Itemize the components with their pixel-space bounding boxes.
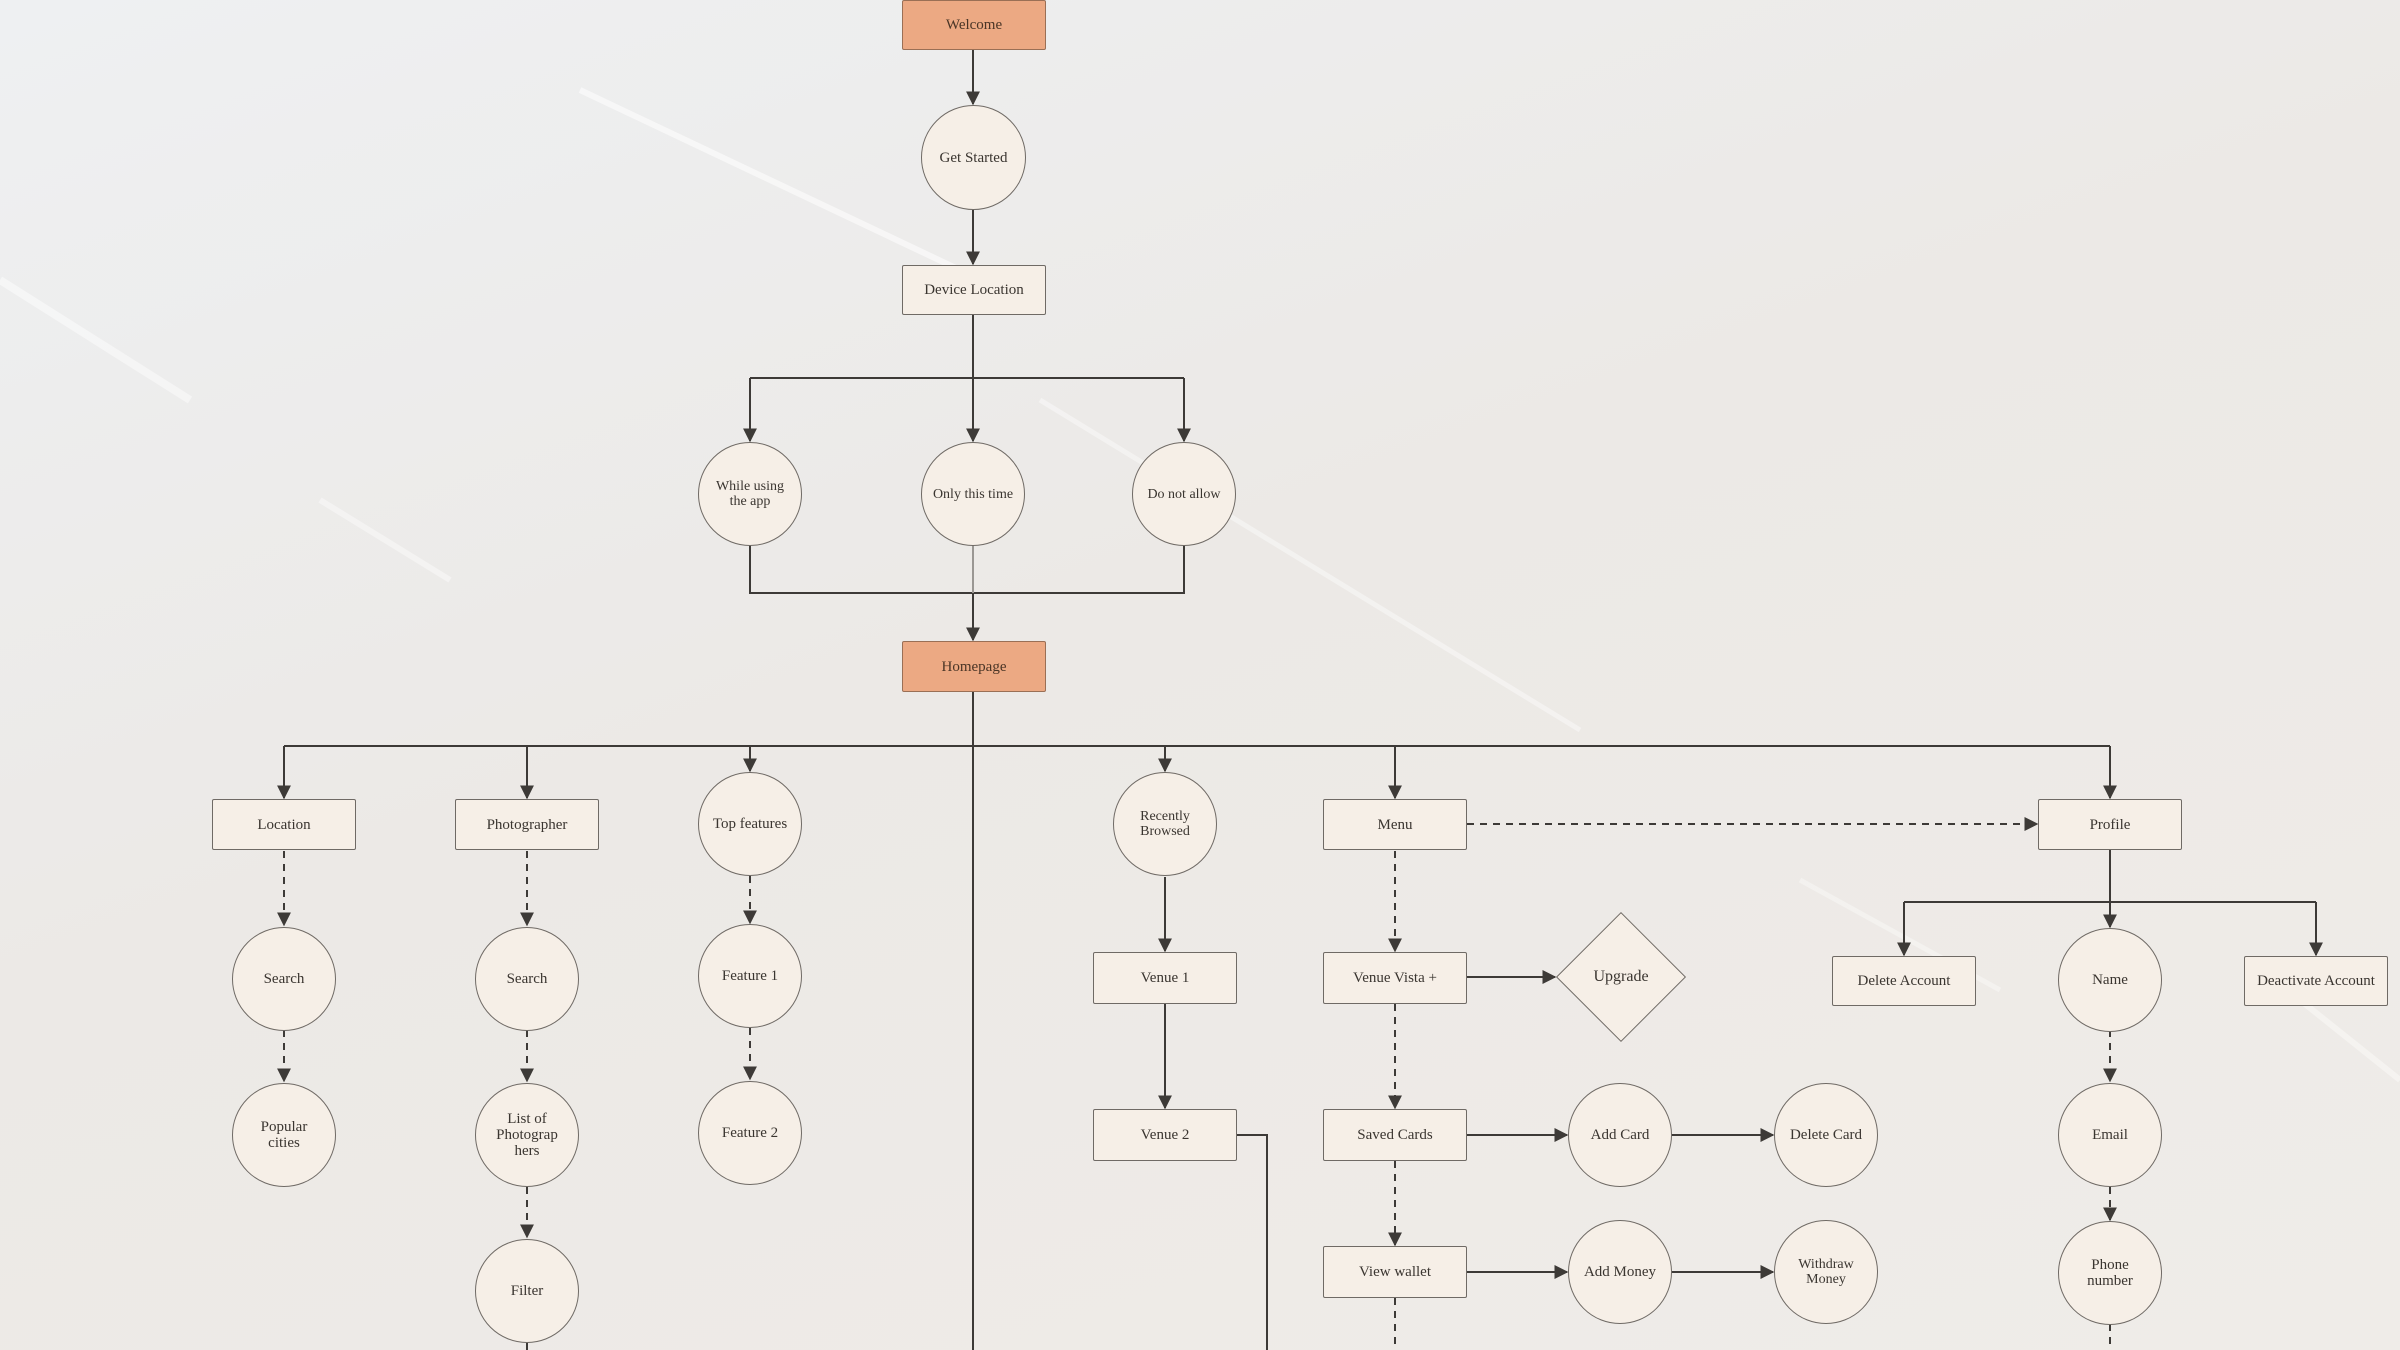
photographer-search-node[interactable]: Search	[475, 927, 579, 1031]
venue-vista-plus-node[interactable]: Venue Vista +	[1323, 952, 1467, 1004]
upgrade-label: Upgrade	[1593, 968, 1649, 985]
location-node[interactable]: Location	[212, 799, 356, 850]
location-search-node[interactable]: Search	[232, 927, 336, 1031]
add-card-node[interactable]: Add Card	[1568, 1083, 1672, 1187]
delete-card-node[interactable]: Delete Card	[1774, 1083, 1878, 1187]
only-this-time-node[interactable]: Only this time	[921, 442, 1025, 546]
venue-1-node[interactable]: Venue 1	[1093, 952, 1237, 1004]
saved-cards-node[interactable]: Saved Cards	[1323, 1109, 1467, 1161]
feature-1-node[interactable]: Feature 1	[698, 924, 802, 1028]
menu-node[interactable]: Menu	[1323, 799, 1467, 850]
phone-number-node[interactable]: Phone number	[2058, 1221, 2162, 1325]
edge-while-using-merge	[749, 545, 973, 594]
add-money-node[interactable]: Add Money	[1568, 1220, 1672, 1324]
filter-node[interactable]: Filter	[475, 1239, 579, 1343]
top-features-node[interactable]: Top features	[698, 772, 802, 876]
recently-browsed-node[interactable]: Recently Browsed	[1113, 772, 1217, 876]
photographer-node[interactable]: Photographer	[455, 799, 599, 850]
withdraw-money-node[interactable]: Withdraw Money	[1774, 1220, 1878, 1324]
profile-node[interactable]: Profile	[2038, 799, 2182, 850]
deactivate-account-node[interactable]: Deactivate Account	[2244, 956, 2388, 1006]
welcome-node[interactable]: Welcome	[902, 0, 1046, 50]
popular-cities-node[interactable]: Popular cities	[232, 1083, 336, 1187]
feature-2-node[interactable]: Feature 2	[698, 1081, 802, 1185]
edge-do-not-allow-merge	[973, 545, 1185, 594]
delete-account-node[interactable]: Delete Account	[1832, 956, 1976, 1006]
device-location-node[interactable]: Device Location	[902, 265, 1046, 315]
name-node[interactable]: Name	[2058, 928, 2162, 1032]
get-started-node[interactable]: Get Started	[921, 105, 1026, 210]
do-not-allow-node[interactable]: Do not allow	[1132, 442, 1236, 546]
edge-venue2-continue	[1237, 1134, 1268, 1350]
venue-2-node[interactable]: Venue 2	[1093, 1109, 1237, 1161]
homepage-node[interactable]: Homepage	[902, 641, 1046, 692]
list-of-photographers-node[interactable]: List of Photograp hers	[475, 1083, 579, 1187]
upgrade-node[interactable]: Upgrade	[1555, 911, 1687, 1043]
while-using-app-node[interactable]: While using the app	[698, 442, 802, 546]
view-wallet-node[interactable]: View wallet	[1323, 1246, 1467, 1298]
email-node[interactable]: Email	[2058, 1083, 2162, 1187]
